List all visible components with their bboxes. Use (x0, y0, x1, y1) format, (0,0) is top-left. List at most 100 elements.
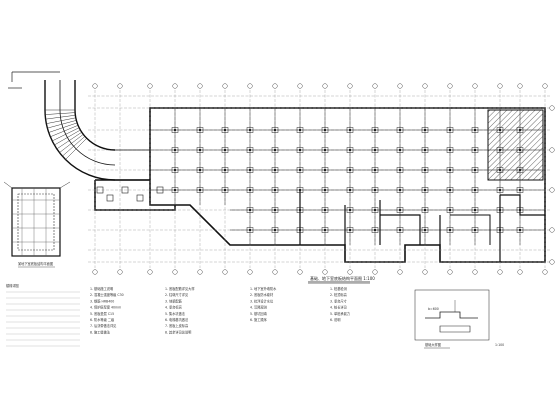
column-cap (421, 167, 429, 173)
column-cap (446, 227, 454, 233)
axis-bubble (92, 83, 98, 89)
curved-ramp (44, 80, 150, 181)
column-cap (446, 147, 454, 153)
column (249, 129, 251, 131)
column (519, 129, 521, 131)
column (249, 209, 251, 211)
column-cap (171, 187, 179, 193)
column-cap (171, 127, 179, 133)
note-line: 3. 地梁配筋 (165, 298, 182, 303)
column-cap (246, 187, 254, 193)
column-cap (346, 187, 354, 193)
column-cap (296, 187, 304, 193)
axis-bubble (517, 269, 523, 275)
column (449, 129, 451, 131)
column-cap (421, 227, 429, 233)
column (349, 149, 351, 151)
column-cap (396, 207, 404, 213)
column (249, 189, 251, 191)
column (399, 209, 401, 211)
column (449, 189, 451, 191)
column-cap (421, 127, 429, 133)
column (499, 229, 501, 231)
column-cap (471, 167, 479, 173)
column (299, 149, 301, 151)
note-line: 1. 底板配筋详见大样 (165, 286, 195, 291)
column-cap (471, 127, 479, 133)
column-cap (346, 227, 354, 233)
column (499, 169, 501, 171)
column-cap (246, 167, 254, 173)
axis-bubble (247, 269, 253, 275)
axis-bubble (447, 269, 453, 275)
note-line: 6. 说明 (330, 317, 340, 322)
column-cap (396, 187, 404, 193)
axis-bubble (272, 83, 278, 89)
column-cap (346, 167, 354, 173)
wall-line (380, 214, 421, 245)
note-line: 2. 柱墩尺寸详见 (165, 292, 189, 297)
axis-bubble (422, 269, 428, 275)
column-cap (221, 147, 229, 153)
column-cap (321, 187, 329, 193)
column-cap (296, 207, 304, 213)
column (499, 209, 501, 211)
hatched-core-area (487, 109, 544, 181)
column-cap (296, 167, 304, 173)
column (399, 169, 401, 171)
column-cap (496, 207, 504, 213)
column (324, 129, 326, 131)
stair-detail-title: 楼梯详图 (6, 283, 19, 288)
column (374, 169, 376, 171)
column (519, 169, 521, 171)
column (199, 169, 201, 171)
column (374, 229, 376, 231)
column (474, 209, 476, 211)
column-cap (396, 127, 404, 133)
column-cap (371, 187, 379, 193)
ramp-step (48, 122, 78, 133)
column-cap (446, 207, 454, 213)
column (474, 129, 476, 131)
axis-bubble (92, 269, 98, 275)
axis-bubble (117, 83, 123, 89)
column (449, 149, 451, 151)
note-line: 6. 防水等级 二级 (90, 317, 115, 322)
column (274, 129, 276, 131)
column-cap (246, 147, 254, 153)
column (349, 169, 351, 171)
column (399, 149, 401, 151)
column (299, 189, 301, 191)
ramp-step (45, 114, 76, 120)
column-cap (246, 207, 254, 213)
column-cap (516, 227, 524, 233)
column (199, 129, 201, 131)
column (174, 189, 176, 191)
column-cap (221, 167, 229, 173)
axis-bubble (397, 269, 403, 275)
column-cap (496, 167, 504, 173)
axis-bubble (247, 83, 253, 89)
note-line: 2. 底板防水卷材 (250, 292, 274, 297)
note-line: 6. 电梯基坑做法 (165, 317, 188, 322)
column (324, 149, 326, 151)
axis-bubble (422, 83, 428, 89)
column (449, 229, 451, 231)
column (174, 169, 176, 171)
column (399, 229, 401, 231)
note-line: 1. 基础施工说明 (90, 286, 113, 291)
axis-bubble (542, 269, 548, 275)
column (424, 129, 426, 131)
column-cap (371, 207, 379, 213)
note-line: 2. 桩顶标高 (330, 292, 347, 297)
column (249, 169, 251, 171)
column-cap (396, 167, 404, 173)
column (299, 169, 301, 171)
column (499, 189, 501, 191)
column (299, 229, 301, 231)
column (224, 189, 226, 191)
axis-bubble (517, 83, 523, 89)
column-cap (471, 187, 479, 193)
column (374, 149, 376, 151)
